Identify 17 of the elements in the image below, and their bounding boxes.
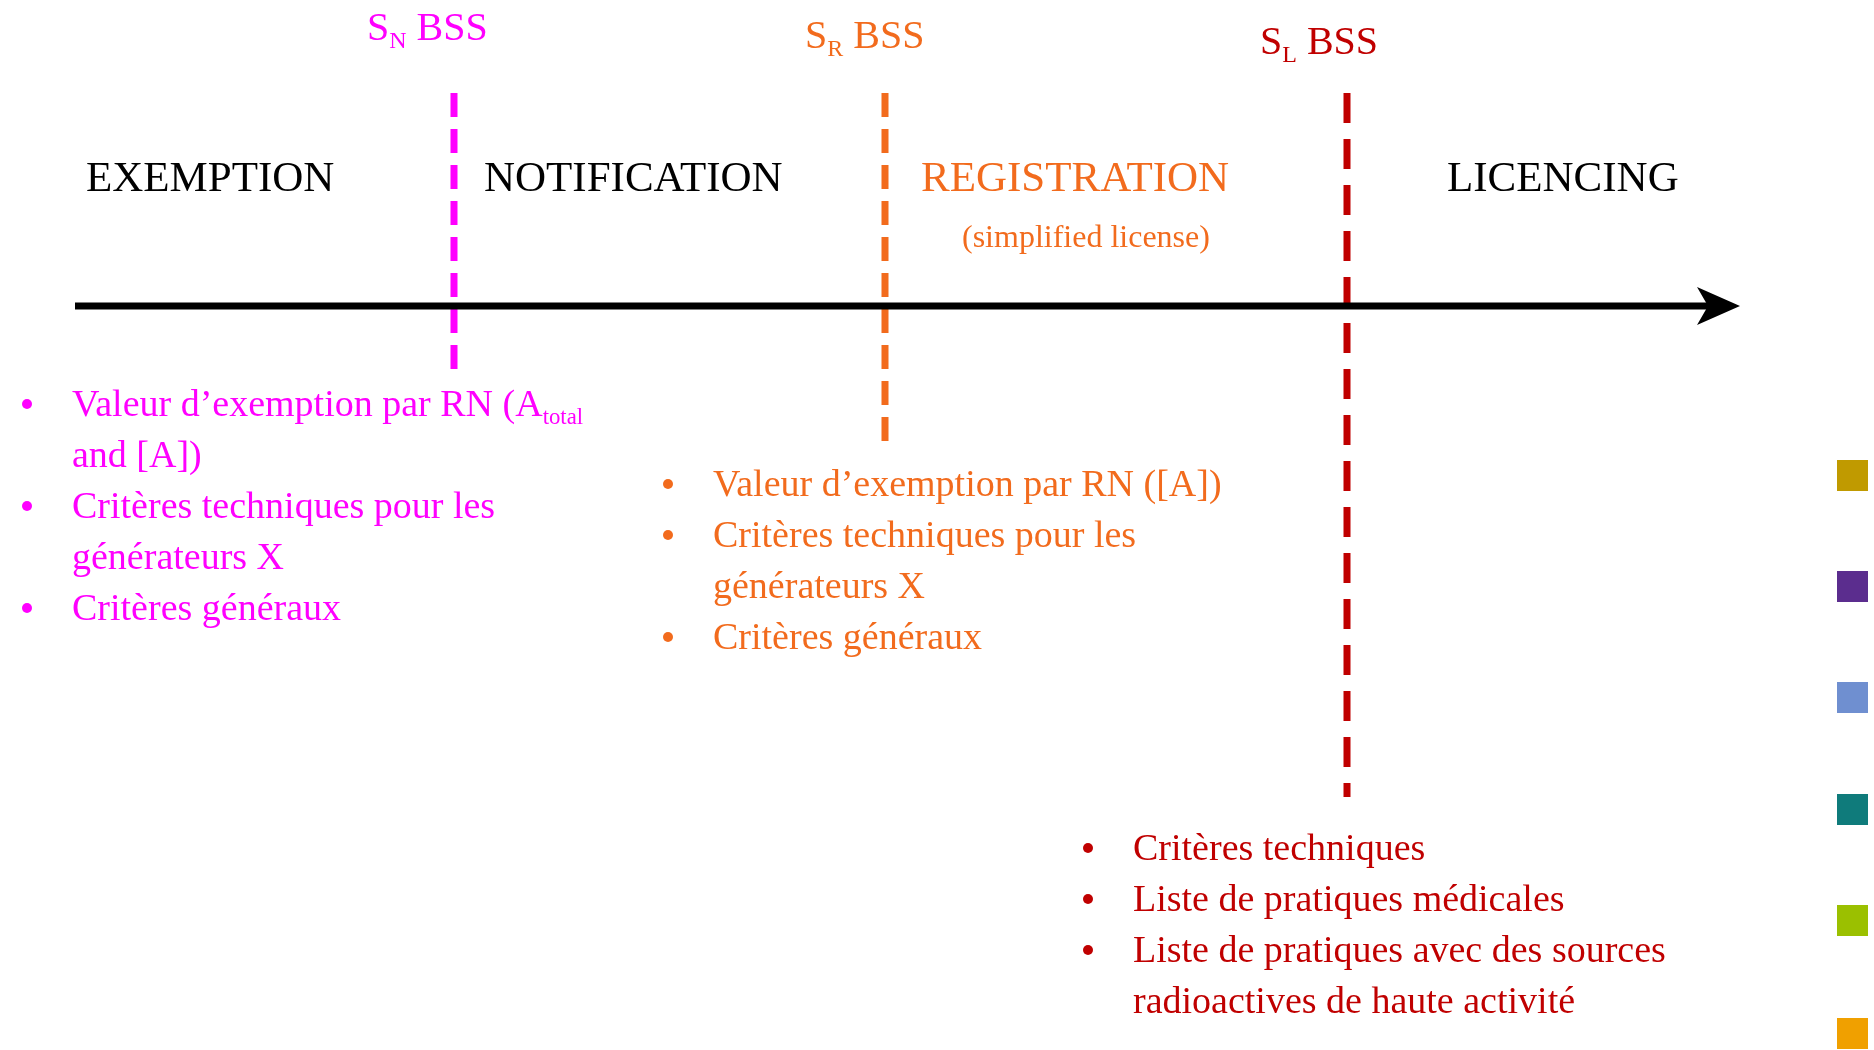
threshold-label: S$_{L}$ BSS <box>1260 18 1379 64</box>
threshold-label: S$_{N}$ BSS <box>367 4 488 50</box>
threshold-label: S$_{R}$ BSS <box>805 12 925 58</box>
stage-label: REGISTRATION <box>921 152 1230 202</box>
bullet-text: Valeur d’exemption par RN (A$_{total}$ and [A]) <box>72 382 584 475</box>
stage-note: (simplified license) <box>962 218 1210 255</box>
bullet-text: Critères techniques pour les générateurs X <box>72 484 496 577</box>
bullet-text: Liste de pratiques médicales <box>1133 877 1565 919</box>
stage-label: NOTIFICATION <box>484 152 783 202</box>
bullet-text: Valeur d’exemption par RN ([A]) <box>713 462 1222 504</box>
stage-label: LICENCING <box>1447 152 1679 202</box>
bullet-text: Liste de pratiques avec des sources radioactives de haute activité <box>1133 928 1666 1021</box>
bullet-text: Critères généraux <box>72 586 342 628</box>
bullet-text: Critères techniques <box>1133 826 1426 868</box>
bullet-text: Critères techniques pour les générateurs X <box>713 513 1137 606</box>
stage-label: EXEMPTION <box>86 152 335 202</box>
bullet-text: Critères généraux <box>713 615 983 657</box>
